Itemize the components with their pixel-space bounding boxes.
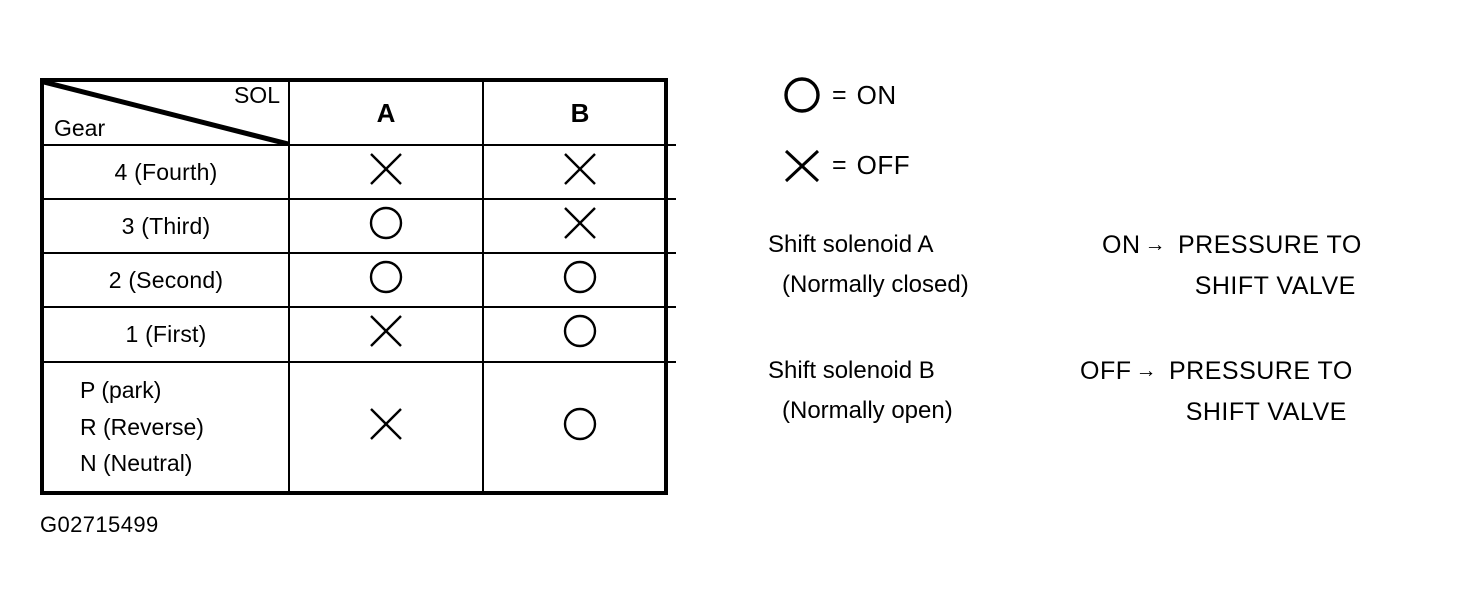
legend-label-off: OFF: [856, 149, 911, 180]
cell-second-solenoid-a: [288, 252, 484, 309]
gear-cell-park-reverse-neutral: P (park) R (Reverse) N (Neutral): [44, 360, 290, 491]
gear-label-neutral: N (Neutral): [80, 449, 193, 476]
table-row: P (park) R (Reverse) N (Neutral): [44, 360, 676, 491]
cell-first-solenoid-b: [482, 306, 676, 363]
cell-prn-solenoid-b: [482, 360, 676, 491]
table-row: 4 (Fourth): [44, 143, 676, 201]
cell-first-solenoid-a: [288, 306, 484, 363]
gear-cell-third: 3 (Third): [44, 198, 290, 255]
cross-icon: [367, 312, 405, 356]
cell-second-solenoid-b: [482, 252, 676, 309]
circle-icon: [561, 405, 599, 449]
cell-fourth-solenoid-b: [482, 143, 676, 201]
gear-cell-second: 2 (Second): [44, 252, 290, 309]
cross-icon: [367, 405, 405, 449]
flow-shift-solenoid-a: ON→ PRESSURE TO SHIFT VALVE: [1102, 231, 1362, 301]
table-row: 1 (First): [44, 306, 676, 363]
diagonal-divider-icon: [44, 82, 287, 143]
shift-solenoid-table: SOL Gear A B 4 (Fourth): [40, 78, 676, 495]
table-row: 3 (Third): [44, 198, 676, 255]
table-header-row: SOL Gear A B: [44, 82, 676, 146]
circle-icon: [782, 75, 828, 115]
gear-cell-fourth: 4 (Fourth): [44, 143, 290, 201]
cross-icon: [782, 145, 828, 185]
table-row: 2 (Second): [44, 252, 676, 309]
solenoid-application-table: SOL Gear A B 4 (Fourth): [44, 82, 676, 491]
cell-fourth-solenoid-a: [288, 143, 484, 201]
gear-label-reverse: R (Reverse): [80, 413, 204, 440]
flow-a-result-line2: SHIFT VALVE: [1194, 272, 1356, 300]
flow-a-state: ON: [1102, 231, 1141, 259]
gear-cell-first: 1 (First): [44, 306, 290, 363]
cell-prn-solenoid-a: [288, 360, 484, 491]
cross-icon: [561, 150, 599, 194]
cell-third-solenoid-a: [288, 198, 484, 255]
legend-equals-sign: =: [832, 80, 847, 109]
figure-caption: G02715499: [40, 512, 159, 537]
flow-b-result-line1: PRESSURE TO: [1169, 357, 1353, 385]
flow-a-result-line1: PRESSURE TO: [1178, 231, 1362, 259]
flow-shift-solenoid-b: OFF→ PRESSURE TO SHIFT VALVE: [1080, 357, 1353, 427]
note-shift-solenoid-a: Shift solenoid A (Normally closed): [768, 231, 969, 299]
arrow-right-icon: →: [1144, 233, 1166, 256]
legend-item-on: = ON: [782, 72, 910, 118]
flow-b-state: OFF: [1080, 357, 1132, 385]
circle-icon: [561, 312, 599, 356]
circle-icon: [367, 204, 405, 248]
flow-b-line1: OFF→ PRESSURE TO: [1080, 357, 1353, 386]
flow-a-line1: ON→ PRESSURE TO: [1102, 231, 1362, 260]
header-sol-label: SOL: [233, 82, 280, 108]
circle-icon: [561, 258, 599, 302]
cross-icon: [367, 150, 405, 194]
flow-b-result-line2: SHIFT VALVE: [1185, 398, 1347, 426]
column-header-a: A: [288, 82, 484, 146]
legend-item-off: = OFF: [782, 142, 910, 188]
note-shift-solenoid-b: Shift solenoid B (Normally open): [768, 357, 953, 425]
symbol-legend: = ON = OFF: [782, 72, 910, 188]
cross-icon: [561, 204, 599, 248]
header-corner-cell: SOL Gear: [44, 82, 290, 146]
note-a-subtitle: (Normally closed): [782, 271, 969, 298]
gear-label-park: P (park): [80, 377, 162, 404]
cell-third-solenoid-b: [482, 198, 676, 255]
note-a-title: Shift solenoid A: [768, 231, 934, 258]
note-b-subtitle: (Normally open): [782, 397, 953, 424]
note-b-title: Shift solenoid B: [768, 357, 935, 384]
header-gear-label: Gear: [54, 115, 106, 141]
gear-multi-label-group: P (park) R (Reverse) N (Neutral): [44, 372, 288, 481]
arrow-right-icon: →: [1135, 359, 1157, 382]
circle-icon: [367, 258, 405, 302]
legend-equals-sign: =: [832, 150, 847, 179]
column-header-b: B: [482, 82, 676, 146]
legend-label-on: ON: [856, 79, 897, 110]
